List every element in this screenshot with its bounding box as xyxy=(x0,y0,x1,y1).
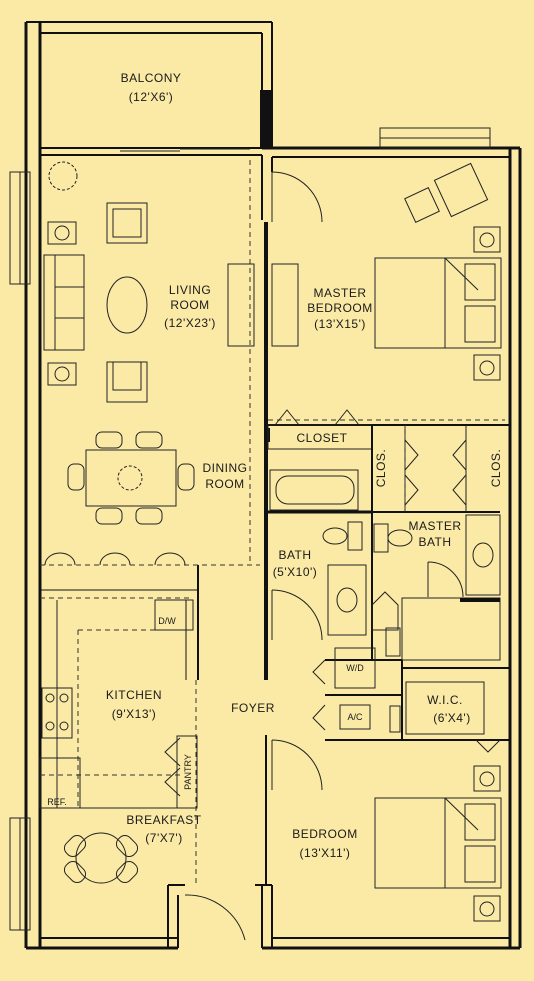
master-bath-label-1: MASTER xyxy=(408,519,461,533)
bath-size: (5'X10') xyxy=(273,565,318,579)
kitchen-label: KITCHEN xyxy=(106,688,162,702)
pantry-label: PANTRY xyxy=(183,754,193,790)
closet-label: CLOSET xyxy=(296,431,347,445)
furniture xyxy=(39,161,502,922)
living-label-1: LIVING xyxy=(169,283,211,297)
foyer-label: FOYER xyxy=(231,701,275,715)
ref-label: REF. xyxy=(47,797,67,807)
bedroom-label: BEDROOM xyxy=(292,827,358,841)
doors xyxy=(164,171,501,941)
wic-label: W.I.C. xyxy=(427,693,463,707)
wd-label: W/D xyxy=(346,663,364,673)
exterior-walls xyxy=(9,21,522,950)
dw-label: D/W xyxy=(158,616,176,626)
kitchen-size: (9'X13') xyxy=(112,707,157,721)
breakfast-size: (7'X7') xyxy=(145,831,182,845)
living-label-2: ROOM xyxy=(170,298,209,312)
fixture-labels: D/W W/D A/C PANTRY REF. xyxy=(47,616,364,807)
dining-label-2: ROOM xyxy=(205,477,244,491)
master-bedroom-label-1: MASTER xyxy=(313,286,366,300)
bath-label: BATH xyxy=(278,548,311,562)
breakfast-label: BREAKFAST xyxy=(126,813,201,827)
dining-label-1: DINING xyxy=(203,461,248,475)
master-bedroom-label-2: BEDROOM xyxy=(307,301,373,315)
room-labels: BALCONY (12'X6') LIVING ROOM (12'X23') M… xyxy=(106,71,503,860)
master-bath-label-2: BATH xyxy=(418,535,451,549)
wic-size: (6'X4') xyxy=(433,711,470,725)
balcony-label: BALCONY xyxy=(121,71,182,85)
balcony-size: (12'X6') xyxy=(129,90,174,104)
ac-label: A/C xyxy=(347,712,363,722)
clos-right-label: CLOS. xyxy=(489,449,503,488)
clos-left-label: CLOS. xyxy=(374,449,388,488)
bedroom-size: (13'X11') xyxy=(300,846,351,860)
living-size: (12'X23') xyxy=(164,316,216,330)
master-bedroom-size: (13'X15') xyxy=(314,317,366,331)
